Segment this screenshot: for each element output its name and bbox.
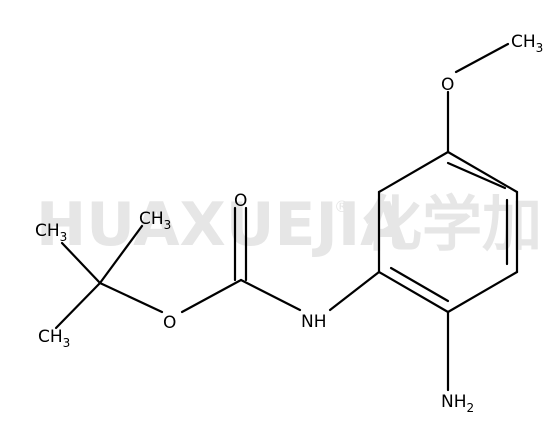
watermark-registered-mark: ® bbox=[334, 197, 350, 216]
atom-ch3-upper: CH3 bbox=[139, 209, 171, 232]
bond-ring-3 bbox=[377, 270, 450, 314]
atom-nh2: NH2 bbox=[441, 392, 474, 415]
bond-ring-6 bbox=[446, 150, 519, 194]
watermark-cn-text: 化学加 bbox=[362, 190, 542, 260]
bond-cq-ch3-lower bbox=[54, 281, 102, 330]
atom-nh: NH bbox=[301, 312, 327, 332]
bond-ring-3-inner bbox=[389, 266, 450, 303]
bonds bbox=[54, 42, 519, 392]
bond-ring-nh bbox=[328, 270, 381, 312]
bond-cq-ch3-upper bbox=[98, 224, 144, 285]
atom-ch3-left: CH3 bbox=[35, 221, 67, 244]
bond-ring-6-inner bbox=[446, 161, 507, 190]
atom-ch3-lower: CH3 bbox=[38, 327, 70, 350]
bond-nh-c bbox=[239, 278, 302, 312]
atom-labels: CH3 O O O NH NH2 CH3 CH3 CH3 bbox=[35, 32, 543, 415]
bond-c-o-ester bbox=[180, 278, 243, 314]
bond-ring-4 bbox=[446, 270, 519, 314]
atom-o-ester: O bbox=[163, 313, 176, 333]
atom-o-carbonyl: O bbox=[234, 191, 247, 211]
watermark-text: HUAXUEJIA bbox=[36, 190, 407, 260]
bond-o-cq bbox=[98, 281, 164, 314]
atom-o-methoxy: O bbox=[441, 75, 454, 95]
atom-ch3-methoxy: CH3 bbox=[511, 32, 543, 55]
bond-ring-1 bbox=[377, 150, 450, 194]
bond-o-ch3 bbox=[454, 42, 510, 74]
bond-cq-ch3-left bbox=[60, 241, 102, 285]
